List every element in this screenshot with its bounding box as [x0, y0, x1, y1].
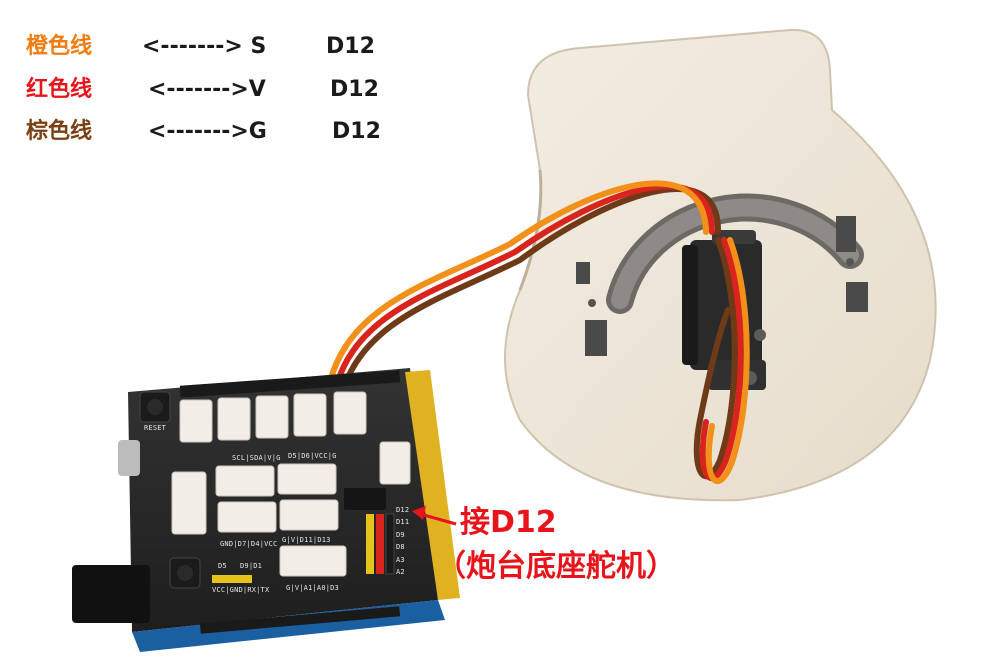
expansion-board: [72, 368, 460, 652]
silkscreen-pin-a2: A2: [396, 568, 405, 576]
silkscreen-pin-d8: D8: [396, 543, 405, 551]
legend-orange-arrow: <-------> S: [142, 34, 267, 59]
legend-red-arrow: <------->V: [148, 77, 266, 102]
legend-red-pin: D12: [330, 77, 379, 102]
callout-arrow: [412, 506, 457, 526]
silkscreen-reset: RESET: [144, 424, 167, 432]
silkscreen-pin-d11: D11: [396, 518, 410, 526]
legend-red-name: 红色线: [26, 77, 93, 102]
callout-servo-description: （炮台底座舵机）: [436, 549, 676, 584]
silkscreen-row-top: SCL|SDA|V|G: [232, 454, 281, 462]
silkscreen-row-mid2: G|V|D11|D13: [282, 536, 331, 544]
silkscreen-pin-d9: D9: [396, 531, 405, 539]
pin-headers: [212, 513, 395, 583]
silkscreen-d9d1: D9|D1: [240, 562, 263, 570]
legend-brown-name: 棕色线: [26, 119, 93, 144]
legend-brown-pin: D12: [332, 119, 381, 144]
silkscreen-pin-a3: A3: [396, 556, 405, 564]
silkscreen-pin-d12: D12: [396, 506, 410, 514]
silkscreen-d5: D5: [218, 562, 227, 570]
silkscreen-row-bottom2: G|V|A1|A0|D3: [286, 584, 339, 592]
silkscreen-row-top2: D5|D6|VCC|G: [288, 452, 337, 460]
legend-brown-arrow: <------->G: [148, 119, 267, 144]
legend-orange-pin: D12: [326, 34, 375, 59]
silkscreen-row-mid: GND|D7|D4|VCC: [220, 540, 278, 548]
legend-orange-name: 橙色线: [26, 34, 93, 59]
silkscreen-row-bottom: VCC|GND|RX|TX: [212, 586, 270, 594]
callout-connect-d12: 接D12: [460, 505, 557, 540]
